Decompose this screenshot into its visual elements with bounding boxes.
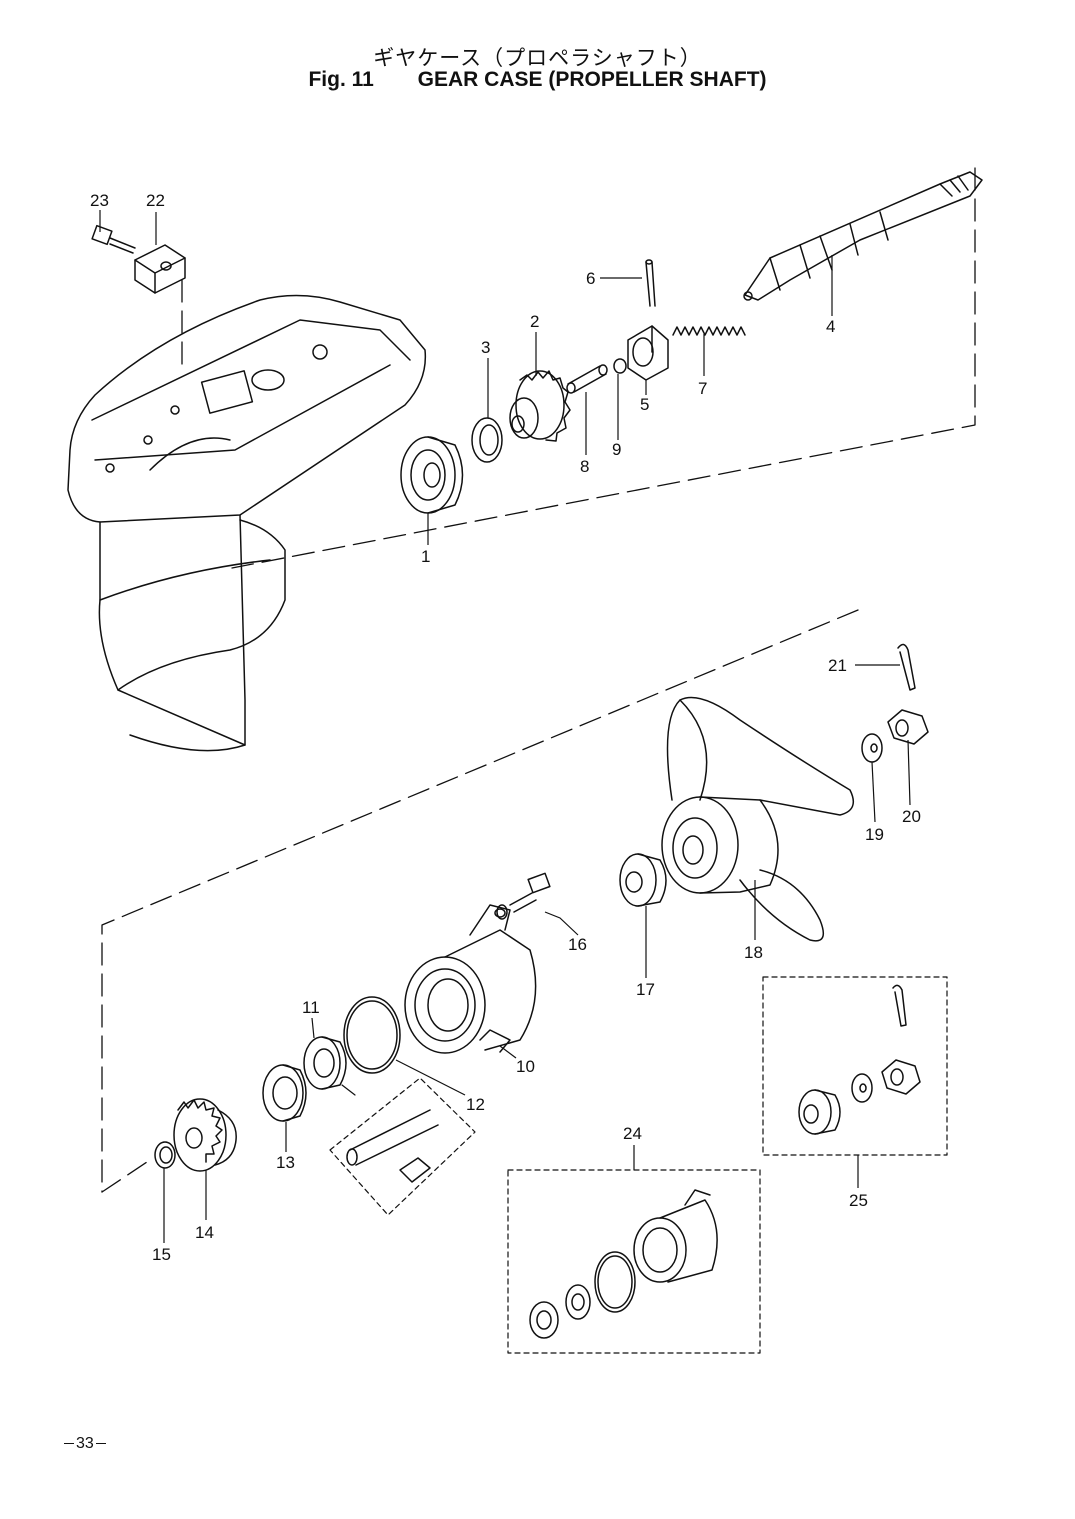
bearing-detail-inset xyxy=(329,1077,476,1216)
bearing-13-part xyxy=(262,1064,307,1122)
callout-19: 19 xyxy=(865,825,884,844)
propeller-shaft-4-part xyxy=(743,171,983,301)
callout-5: 5 xyxy=(640,395,649,414)
spring-7-part xyxy=(672,326,746,336)
callout-1: 1 xyxy=(421,547,430,566)
callout-11: 11 xyxy=(302,998,320,1017)
propeller-18-part xyxy=(661,696,855,942)
washer-19-part xyxy=(861,733,883,763)
callout-8: 8 xyxy=(580,457,589,476)
title-japanese: ギヤケース（プロペラシャフト） xyxy=(373,46,702,70)
gear-2-part xyxy=(509,370,571,442)
cross-pin-6-part xyxy=(645,259,656,307)
callout-16: 16 xyxy=(568,935,587,954)
callout-24: 24 xyxy=(623,1124,642,1143)
callout-2: 2 xyxy=(530,312,539,331)
callout-3: 3 xyxy=(481,338,490,357)
clutch-5-part xyxy=(627,325,669,381)
callout-22: 22 xyxy=(146,191,165,210)
washer-3-part xyxy=(471,417,503,463)
callout-4: 4 xyxy=(826,317,835,336)
callout-14: 14 xyxy=(195,1223,214,1242)
callout-15: 15 xyxy=(152,1245,171,1264)
assembly-dashed-path xyxy=(101,167,976,1193)
page-number: 33 xyxy=(62,1435,108,1453)
leader-lines xyxy=(99,210,911,1243)
thrust-holder-17-part xyxy=(619,853,667,907)
callout-10: 10 xyxy=(516,1057,535,1076)
figure-title: Fig. 11 GEAR CASE (PROPELLER SHAFT) xyxy=(0,68,1075,92)
callout-6: 6 xyxy=(586,269,595,288)
bolt-16-part xyxy=(496,872,551,920)
figure-title-english: GEAR CASE (PROPELLER SHAFT) xyxy=(417,68,767,91)
pin-8-part xyxy=(566,364,608,394)
page-number-value: 33 xyxy=(76,1435,94,1452)
spacer-9-part xyxy=(613,358,627,374)
callout-7: 7 xyxy=(698,379,707,398)
bevel-gear-14-part xyxy=(173,1098,237,1172)
anode-part xyxy=(134,244,186,294)
bolt-23-part xyxy=(91,224,136,254)
callout-23: 23 xyxy=(90,191,109,210)
propeller-shaft-housing-10-part xyxy=(404,904,537,1054)
callout-12: 12 xyxy=(466,1095,485,1114)
gear-case-housing xyxy=(67,294,427,752)
callout-21: 21 xyxy=(828,656,847,675)
figure-number: Fig. 11 xyxy=(308,68,374,91)
castle-nut-20-part xyxy=(887,709,929,745)
kit-24-box xyxy=(507,1169,761,1354)
bearing-1-part xyxy=(400,436,464,514)
callout-13: 13 xyxy=(276,1153,295,1172)
cotter-pin-21-part xyxy=(897,643,916,691)
callout-labels: 1 2 3 4 5 6 7 8 9 10 11 12 13 14 15 16 1… xyxy=(90,191,921,1264)
washer-15-part xyxy=(154,1141,176,1169)
callout-20: 20 xyxy=(902,807,921,826)
o-ring-12-part xyxy=(343,996,401,1074)
callout-17: 17 xyxy=(636,980,655,999)
kit-25-box xyxy=(762,976,948,1156)
bearing-11-part xyxy=(303,1036,347,1090)
callout-9: 9 xyxy=(612,440,621,459)
callout-18: 18 xyxy=(744,943,763,962)
callout-25: 25 xyxy=(849,1191,868,1210)
